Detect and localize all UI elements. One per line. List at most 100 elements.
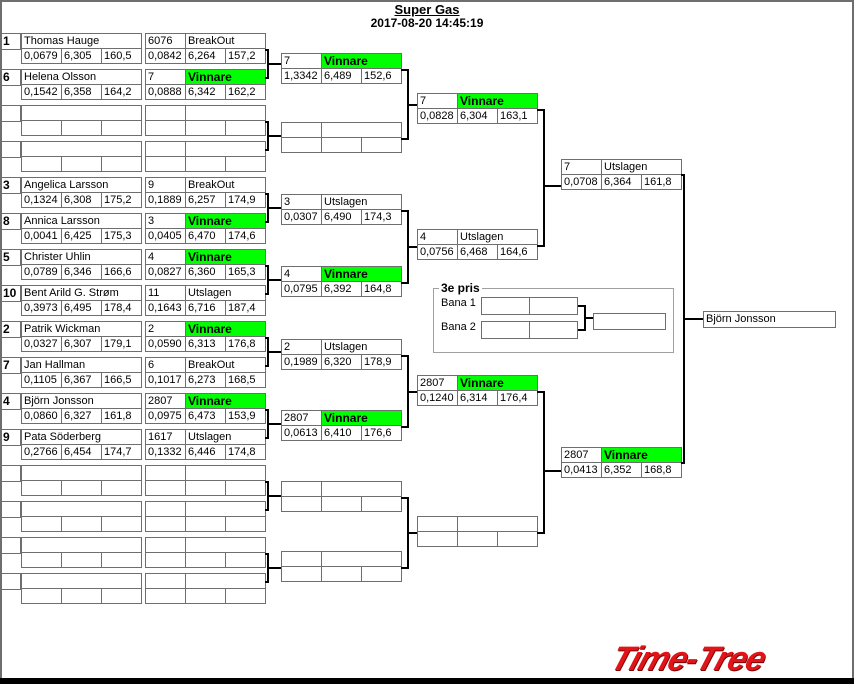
- racer-reaction-time[interactable]: [21, 480, 62, 496]
- racer-speed[interactable]: 161,8: [101, 408, 142, 424]
- round1-result-reaction-time[interactable]: 0,1017: [145, 372, 186, 388]
- round1-result-elapsed-time[interactable]: [185, 156, 226, 172]
- round2-result-car[interactable]: [281, 551, 322, 567]
- round1-result-car[interactable]: 9: [145, 177, 186, 193]
- round4-result-reaction-time[interactable]: 0,0413: [561, 462, 602, 478]
- round1-result-car[interactable]: 11: [145, 285, 186, 301]
- racer-name[interactable]: Helena Olsson: [21, 69, 142, 85]
- round2-result-car[interactable]: [281, 122, 322, 138]
- round4-result-reaction-time[interactable]: 0,0708: [561, 174, 602, 190]
- round2-result-reaction-time[interactable]: [281, 496, 322, 512]
- racer-speed[interactable]: [101, 480, 142, 496]
- round1-result-reaction-time[interactable]: 0,1332: [145, 444, 186, 460]
- round1-result-reaction-time[interactable]: [145, 480, 186, 496]
- racer-reaction-time[interactable]: 0,1542: [21, 84, 62, 100]
- round2-result-reaction-time[interactable]: 1,3342: [281, 68, 322, 84]
- round2-result-status[interactable]: Vinnare: [321, 266, 402, 282]
- round1-result-reaction-time[interactable]: 0,0842: [145, 48, 186, 64]
- racer-speed[interactable]: 166,6: [101, 264, 142, 280]
- round1-result-speed[interactable]: 153,9: [225, 408, 266, 424]
- round2-result-elapsed-time[interactable]: [321, 566, 362, 582]
- round3-result-speed[interactable]: [497, 531, 538, 547]
- racer-elapsed-time[interactable]: 6,454: [61, 444, 102, 460]
- round1-result-car[interactable]: 2807: [145, 393, 186, 409]
- round1-result-speed[interactable]: 187,4: [225, 300, 266, 316]
- round1-result-status[interactable]: Utslagen: [185, 429, 266, 445]
- round3-result-car[interactable]: 2807: [417, 375, 458, 391]
- round2-result-status[interactable]: [321, 481, 402, 497]
- round1-result-elapsed-time[interactable]: [185, 516, 226, 532]
- round3-result-car[interactable]: 4: [417, 229, 458, 245]
- round3-result-status[interactable]: Vinnare: [457, 93, 538, 109]
- round1-result-speed[interactable]: [225, 480, 266, 496]
- round2-result-speed[interactable]: 152,6: [361, 68, 402, 84]
- round2-result-status[interactable]: Utslagen: [321, 339, 402, 355]
- third-lane1-car[interactable]: [481, 297, 530, 315]
- champion-box[interactable]: Björn Jonsson: [703, 311, 836, 328]
- round1-result-status[interactable]: Utslagen: [185, 285, 266, 301]
- round3-result-status[interactable]: Utslagen: [457, 229, 538, 245]
- racer-speed[interactable]: 175,3: [101, 228, 142, 244]
- round2-result-speed[interactable]: 164,8: [361, 281, 402, 297]
- racer-elapsed-time[interactable]: 6,346: [61, 264, 102, 280]
- round3-result-speed[interactable]: 176,4: [497, 390, 538, 406]
- round4-result-speed[interactable]: 161,8: [641, 174, 682, 190]
- round1-result-status[interactable]: Vinnare: [185, 393, 266, 409]
- round3-result-elapsed-time[interactable]: 6,314: [457, 390, 498, 406]
- round1-result-elapsed-time[interactable]: 6,313: [185, 336, 226, 352]
- round1-result-elapsed-time[interactable]: [185, 480, 226, 496]
- racer-name[interactable]: Christer Uhlin: [21, 249, 142, 265]
- racer-speed[interactable]: 164,2: [101, 84, 142, 100]
- round2-result-status[interactable]: Utslagen: [321, 194, 402, 210]
- racer-reaction-time[interactable]: 0,1324: [21, 192, 62, 208]
- racer-reaction-time[interactable]: 0,0679: [21, 48, 62, 64]
- round1-result-status[interactable]: Vinnare: [185, 213, 266, 229]
- round1-result-speed[interactable]: [225, 120, 266, 136]
- racer-name[interactable]: [21, 141, 142, 157]
- round1-result-car[interactable]: [145, 573, 186, 589]
- round3-result-reaction-time[interactable]: 0,0828: [417, 108, 458, 124]
- round1-result-elapsed-time[interactable]: 6,273: [185, 372, 226, 388]
- round2-result-elapsed-time[interactable]: 6,392: [321, 281, 362, 297]
- racer-speed[interactable]: 175,2: [101, 192, 142, 208]
- racer-speed[interactable]: [101, 588, 142, 604]
- round3-result-speed[interactable]: 164,6: [497, 244, 538, 260]
- round1-result-reaction-time[interactable]: 0,0827: [145, 264, 186, 280]
- racer-speed[interactable]: 174,7: [101, 444, 142, 460]
- third-lane2-result[interactable]: [529, 321, 578, 339]
- round1-result-reaction-time[interactable]: 0,0590: [145, 336, 186, 352]
- round2-result-speed[interactable]: 176,6: [361, 425, 402, 441]
- round1-result-elapsed-time[interactable]: 6,342: [185, 84, 226, 100]
- racer-reaction-time[interactable]: 0,0327: [21, 336, 62, 352]
- racer-speed[interactable]: [101, 552, 142, 568]
- racer-speed[interactable]: [101, 156, 142, 172]
- round2-result-status[interactable]: Vinnare: [321, 53, 402, 69]
- round1-result-speed[interactable]: 174,6: [225, 228, 266, 244]
- racer-speed[interactable]: [101, 120, 142, 136]
- racer-reaction-time[interactable]: [21, 156, 62, 172]
- round1-result-status[interactable]: Vinnare: [185, 69, 266, 85]
- racer-elapsed-time[interactable]: 6,367: [61, 372, 102, 388]
- racer-elapsed-time[interactable]: [61, 156, 102, 172]
- round1-result-reaction-time[interactable]: 0,0975: [145, 408, 186, 424]
- racer-name[interactable]: Pata Söderberg: [21, 429, 142, 445]
- round2-result-elapsed-time[interactable]: [321, 496, 362, 512]
- round1-result-reaction-time[interactable]: 0,1643: [145, 300, 186, 316]
- round4-result-car[interactable]: 7: [561, 159, 602, 175]
- racer-elapsed-time[interactable]: [61, 552, 102, 568]
- round2-result-car[interactable]: 2: [281, 339, 322, 355]
- round4-result-elapsed-time[interactable]: 6,364: [601, 174, 642, 190]
- racer-reaction-time[interactable]: 0,0860: [21, 408, 62, 424]
- round2-result-reaction-time[interactable]: 0,1989: [281, 354, 322, 370]
- round1-result-elapsed-time[interactable]: [185, 120, 226, 136]
- round1-result-speed[interactable]: 168,5: [225, 372, 266, 388]
- round1-result-car[interactable]: 2: [145, 321, 186, 337]
- racer-reaction-time[interactable]: 0,3973: [21, 300, 62, 316]
- round1-result-car[interactable]: [145, 105, 186, 121]
- round1-result-elapsed-time[interactable]: [185, 588, 226, 604]
- round1-result-status[interactable]: [185, 501, 266, 517]
- round2-result-car[interactable]: 4: [281, 266, 322, 282]
- round2-result-elapsed-time[interactable]: [321, 137, 362, 153]
- round1-result-status[interactable]: BreakOut: [185, 357, 266, 373]
- racer-name[interactable]: Bent Arild G. Strøm: [21, 285, 142, 301]
